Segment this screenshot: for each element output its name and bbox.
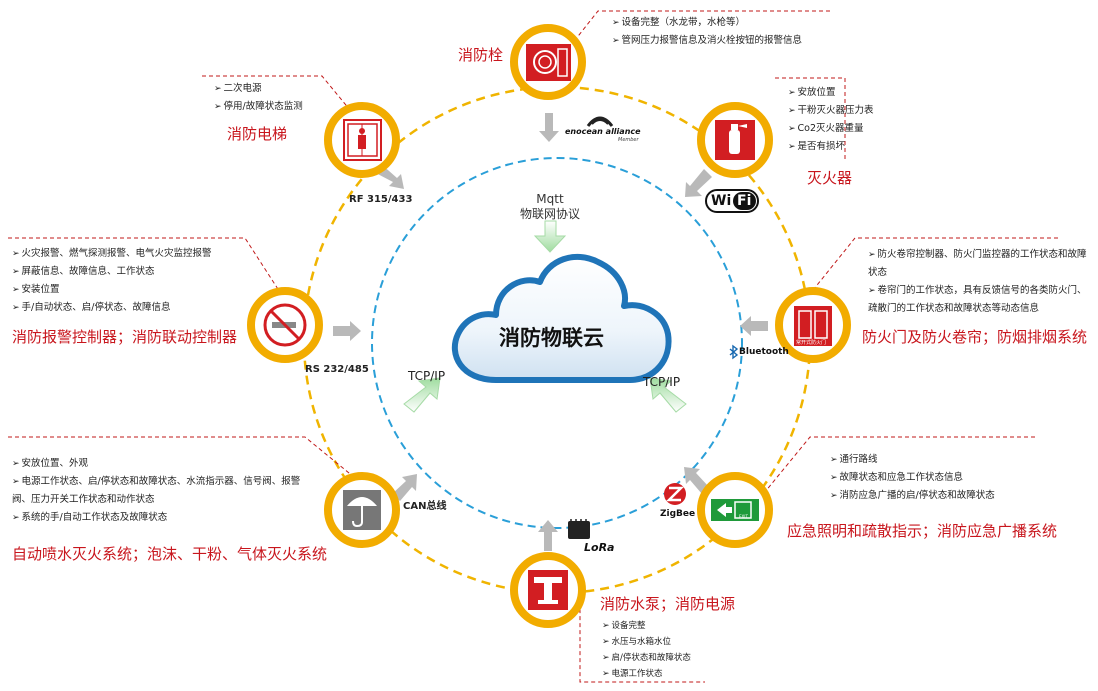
- list-item: 火灾报警、燃气探测报警、电气火灾监控报警: [12, 245, 212, 263]
- lighting-info: 通行路线 故障状态和应急工作状态信息 消防应急广播的启/停状态和故障状态: [830, 451, 995, 505]
- can-label: CAN总线: [403, 501, 447, 512]
- list-item: 卷帘门的工作状态，具有反馈信号的各类防火门、疏散门的工作状态和故障状态等动态信息: [868, 282, 1088, 318]
- alarm-title: 消防报警控制器；消防联动控制器: [12, 328, 238, 346]
- list-item: 干粉灭火器压力表: [788, 102, 874, 120]
- pump-info: 设备完整 水压与水箱水位 启/停状态和故障状态 电源工作状态: [602, 618, 691, 682]
- hydrant-info: 设备完整（水龙带，水枪等） 管网压力报警信息及消火栓按钮的报警信息: [612, 14, 803, 50]
- grey-arrows: [333, 113, 768, 551]
- enocean-logo: [586, 116, 614, 127]
- list-item: 管网压力报警信息及消火栓按钮的报警信息: [612, 32, 803, 50]
- list-item: 停用/故障状态监测: [214, 98, 303, 116]
- rf-label: RF 315/433: [349, 194, 413, 205]
- arrow-alarm: [333, 321, 361, 341]
- list-item: 安装位置: [12, 281, 212, 299]
- arrow-extinguisher: [685, 169, 712, 197]
- sprinkler-title: 自动喷水灭火系统；泡沫、干粉、气体灭火系统: [12, 545, 328, 563]
- mqtt-line1: Mqtt: [536, 192, 564, 206]
- exit-sign-text: EXIT: [739, 514, 748, 519]
- arrow-sprinkler: [392, 474, 417, 501]
- alarm-info: 火灾报警、燃气探测报警、电气火灾监控报警 屏蔽信息、故障信息、工作状态 安装位置…: [12, 245, 212, 317]
- list-item: 防火卷帘控制器、防火门监控器的工作状态和故障状态: [868, 246, 1088, 282]
- arrow-tcp-right: [649, 377, 687, 413]
- list-item: 设备完整: [602, 618, 691, 634]
- lighting-title: 应急照明和疏散指示；消防应急广播系统: [787, 522, 1058, 540]
- wifi-label-b: Fi: [737, 193, 752, 209]
- elevator-info: 二次电源 停用/故障状态监测: [214, 80, 303, 116]
- zigbee-logo: [664, 483, 686, 505]
- arrow-hydrant: [539, 113, 559, 142]
- list-item: 安放位置、外观: [12, 455, 312, 473]
- inner-circle: [371, 157, 743, 529]
- mqtt-line2: 物联网协议: [519, 207, 580, 221]
- tcp-right-label: TCP/IP: [643, 375, 681, 389]
- node-elevator: [324, 102, 400, 178]
- hydrant-title: 消防栓: [458, 46, 504, 64]
- elevator-title: 消防电梯: [227, 125, 288, 143]
- rs-label: RS 232/485: [305, 364, 369, 375]
- list-item: 通行路线: [830, 451, 995, 469]
- list-item: 消防应急广播的启/停状态和故障状态: [830, 487, 995, 505]
- extinguisher-title: 灭火器: [807, 169, 853, 187]
- arrow-tcp-left: [403, 377, 441, 413]
- arrow-door: [740, 316, 768, 336]
- wifi-logo: [705, 189, 759, 213]
- list-item: 水压与水箱水位: [602, 634, 691, 650]
- lora-chip: [568, 519, 590, 539]
- node-sprinkler: [324, 472, 400, 548]
- list-item: 手/自动状态、启/停状态、故障信息: [12, 299, 212, 317]
- node-circles: [247, 24, 851, 628]
- bluetooth-icon: [729, 344, 739, 360]
- list-item: 电源工作状态、启/停状态和故障状态、水流指示器、信号阀、报警阀、压力开关工作状态…: [12, 473, 312, 509]
- bluetooth-label: Bluetooth: [739, 347, 789, 357]
- lora-label: LoRa: [584, 541, 615, 554]
- enocean-sub-label: Member: [618, 137, 639, 143]
- list-item: 启/停状态和故障状态: [602, 650, 691, 666]
- list-item: 系统的手/自动工作状态及故障状态: [12, 509, 312, 527]
- list-item: 屏蔽信息、故障信息、工作状态: [12, 263, 212, 281]
- arrow-lighting: [684, 467, 709, 494]
- enocean-label: enocean alliance: [565, 127, 641, 136]
- tcp-left-label: TCP/IP: [408, 369, 446, 383]
- node-door: [775, 287, 851, 363]
- list-item: 故障状态和应急工作状态信息: [830, 469, 995, 487]
- green-arrows: [403, 220, 687, 413]
- door-title: 防火门及防火卷帘；防烟排烟系统: [862, 328, 1088, 346]
- list-item: 二次电源: [214, 80, 303, 98]
- list-item: 是否有损坏: [788, 138, 874, 156]
- list-item: 设备完整（水龙带，水枪等）: [612, 14, 802, 32]
- door-info: 防火卷帘控制器、防火门监控器的工作状态和故障状态 卷帘门的工作状态，具有反馈信号…: [868, 246, 1088, 318]
- arrow-pump: [538, 520, 558, 551]
- node-pump: [510, 552, 586, 628]
- list-item: 电源工作状态: [602, 666, 691, 682]
- extinguisher-info: 安放位置 干粉灭火器压力表 Co2灭火器重量 是否有损坏: [788, 84, 874, 156]
- sprinkler-info: 安放位置、外观 电源工作状态、启/停状态和故障状态、水流指示器、信号阀、报警阀、…: [12, 455, 312, 527]
- door-sign-text: 常开式防火门: [796, 340, 827, 346]
- node-extinguisher: [697, 102, 773, 178]
- list-item: 安放位置: [788, 84, 874, 102]
- node-alarm: [247, 287, 323, 363]
- cloud-label: 消防物联云: [499, 326, 604, 350]
- wifi-label-a: Wi: [711, 193, 732, 209]
- zigbee-label: ZigBee: [660, 509, 696, 519]
- node-hydrant: [510, 24, 586, 100]
- pump-title: 消防水泵；消防电源: [600, 595, 736, 613]
- list-item: Co2灭火器重量: [788, 120, 874, 138]
- mqtt-label: Mqtt 物联网协议: [510, 192, 590, 222]
- cloud-shape: [451, 253, 672, 383]
- node-lighting: [697, 472, 773, 548]
- arrow-mqtt: [533, 220, 567, 253]
